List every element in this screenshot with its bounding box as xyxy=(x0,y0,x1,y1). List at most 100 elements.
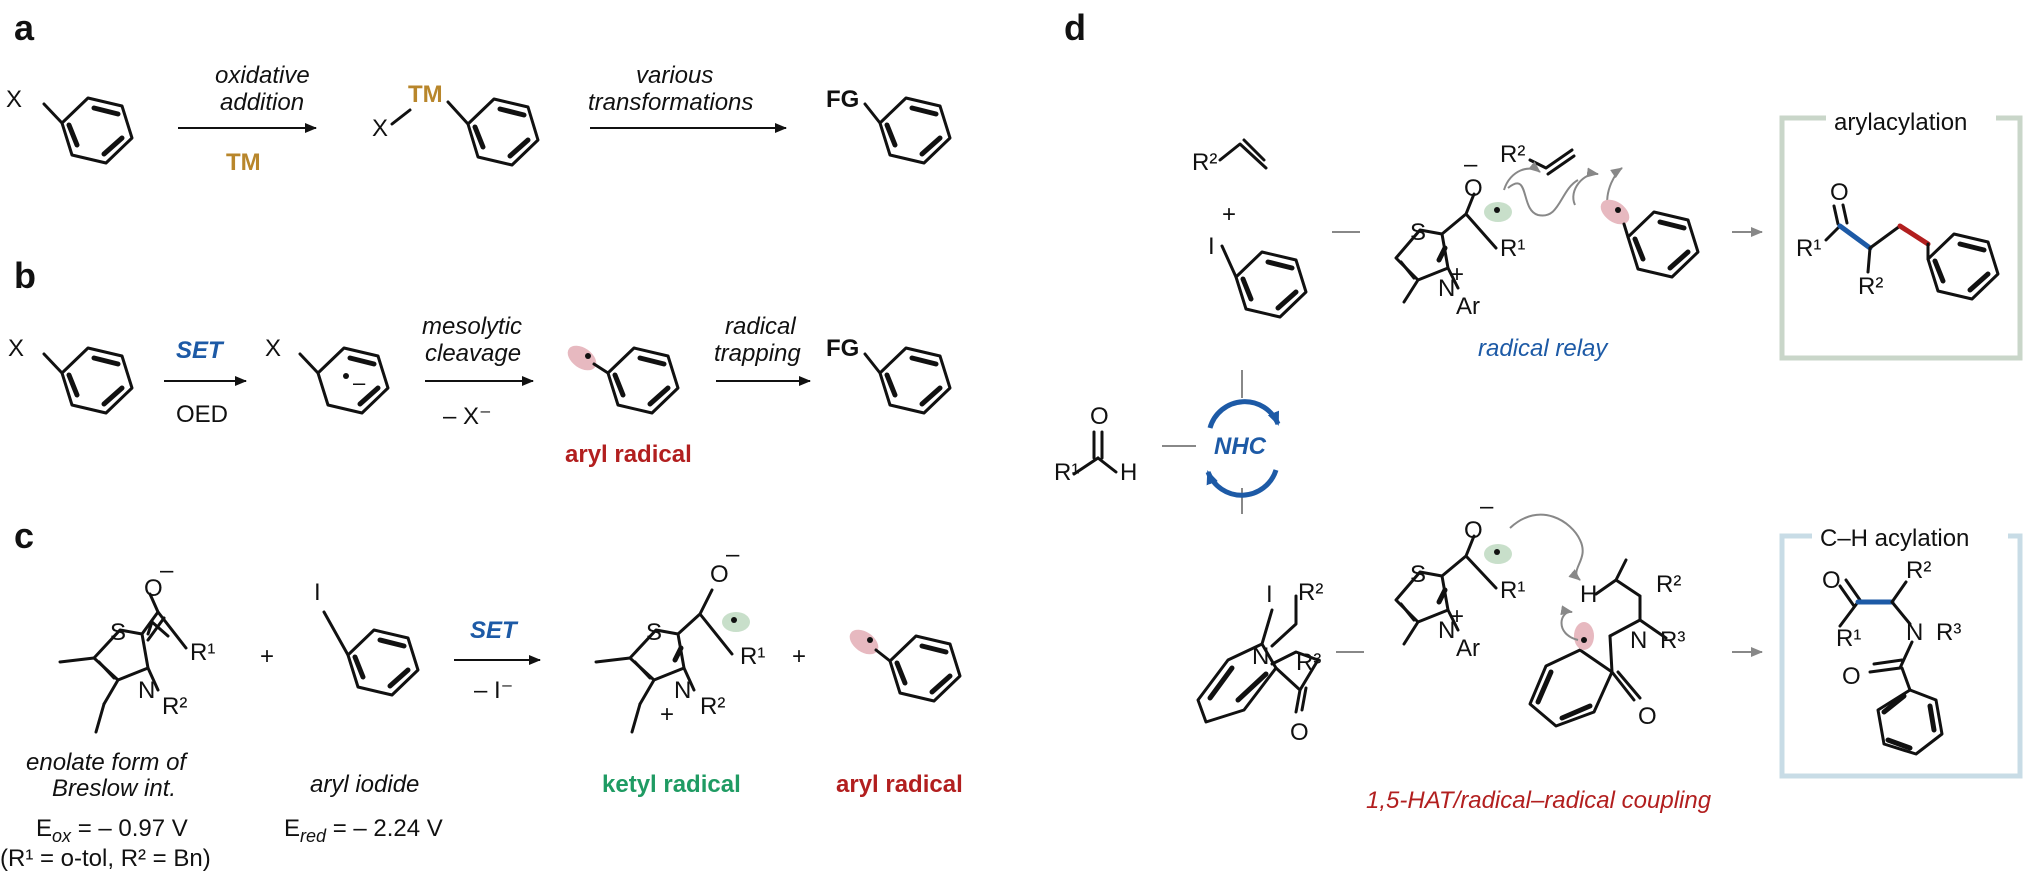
ketyl-radical-label: ketyl radical xyxy=(602,771,741,798)
panel-label-b: b xyxy=(14,255,36,296)
ketyl-radical-structure: S N + O – R¹ R² xyxy=(594,541,765,734)
r1-label: R¹ xyxy=(190,639,215,666)
r3-label: R³ xyxy=(1296,649,1321,676)
panel-label-d: d xyxy=(1064,7,1086,48)
oxygen-atom: O xyxy=(1822,567,1841,594)
aryl-radical-label: aryl radical xyxy=(565,441,692,468)
radical-relay-label: radical relay xyxy=(1478,335,1609,362)
panel-b: X SET OED X – mesolytic cleavage – X⁻ ar… xyxy=(8,313,952,468)
step3-text-2: trapping xyxy=(714,340,801,367)
aryl-radical-ring xyxy=(849,629,962,703)
nitrogen-atom: N xyxy=(1438,617,1455,644)
oxygen-charge: – xyxy=(160,557,174,584)
r1-label: R¹ xyxy=(1836,625,1861,652)
aryl-iodide-ring xyxy=(322,610,420,697)
r2-label: R² xyxy=(1298,579,1323,606)
r2-label: R² xyxy=(162,693,187,720)
radical-arrow xyxy=(1572,167,1599,206)
hydrogen-atom: H xyxy=(1120,459,1137,486)
r3-label: R³ xyxy=(1660,627,1685,654)
nitrogen-atom: N xyxy=(1906,619,1923,646)
r1-label: R¹ xyxy=(740,643,765,670)
top-intermediate: S N + Ar O – R¹ R² xyxy=(1394,141,1700,320)
radical-arrow xyxy=(1503,161,1541,191)
panel-d: R² + I S N + Ar O – R¹ R² xyxy=(1054,106,2023,814)
aryl-radical-ring xyxy=(567,345,680,415)
ar-label: Ar xyxy=(1456,635,1480,662)
enolate-caption-1: enolate form of xyxy=(26,749,188,776)
r2-label: R² xyxy=(1906,557,1931,584)
box-title-mask xyxy=(1826,106,1996,132)
aryl-radical-label: aryl radical xyxy=(836,771,963,798)
nitrogen-atom: N xyxy=(1252,643,1269,670)
set-label: SET xyxy=(176,337,225,364)
oed-label: OED xyxy=(176,401,228,428)
radical-anion-ring: – xyxy=(298,346,390,415)
arylacylation-product: O R¹ R² xyxy=(1796,179,2000,301)
aryl-halide-x: X xyxy=(8,335,24,362)
sulfur-atom: S xyxy=(1410,561,1426,588)
oxygen-atom: O xyxy=(1464,175,1483,202)
oxygen-atom: O xyxy=(1830,179,1849,206)
benzene-ring xyxy=(42,346,134,415)
loss-x-label: – X⁻ xyxy=(443,403,492,430)
fg-label: FG xyxy=(826,86,859,113)
step2-text-1: various xyxy=(636,62,713,89)
r3-label: R³ xyxy=(1936,619,1961,646)
iodine-atom: I xyxy=(1266,581,1273,608)
nhc-label: NHC xyxy=(1214,433,1267,460)
panel-label-a: a xyxy=(14,7,35,48)
sulfur-atom: S xyxy=(646,619,662,646)
oxygen-atom: O xyxy=(1842,663,1861,690)
radical-arrow xyxy=(1560,605,1579,641)
nitrogen-charge: + xyxy=(660,701,674,728)
tm-metal: TM xyxy=(408,81,443,108)
svg-text:–: – xyxy=(353,370,366,395)
plus-sign: + xyxy=(792,643,806,670)
ch-acylation-title: C–H acylation xyxy=(1820,525,1969,552)
r2-label: R² xyxy=(1500,141,1525,168)
r1-label: R¹ xyxy=(1796,235,1821,262)
sulfur-atom: S xyxy=(110,619,126,646)
ch-acylation-product: O R¹ R² N R³ O xyxy=(1822,557,1961,756)
breslow-enolate-structure: S N O – R¹ R² xyxy=(58,557,215,734)
benzene-ring xyxy=(863,96,952,165)
hydrogen-atom: H xyxy=(1580,581,1597,608)
aryl-iodide-ring xyxy=(1220,244,1308,319)
sulfur-atom: S xyxy=(1410,219,1426,246)
step2-text-1: mesolytic xyxy=(422,313,522,340)
r2-label: R² xyxy=(1192,149,1217,176)
hat-label: 1,5-HAT/radical–radical coupling xyxy=(1366,787,1712,814)
oxygen-charge: – xyxy=(1480,493,1494,520)
loss-iodide-label: – I⁻ xyxy=(474,677,513,704)
iodine-atom: I xyxy=(1208,233,1215,260)
oxygen-atom: O xyxy=(144,575,163,602)
panel-c: S N O – R¹ R² enolate form of Breslow in… xyxy=(0,541,963,872)
aryl-halide-x: X xyxy=(6,86,22,113)
nitrogen-charge: + xyxy=(1450,261,1464,288)
step1-text-1: oxidative xyxy=(215,62,310,89)
tm-reagent: TM xyxy=(226,149,261,176)
benzene-ring xyxy=(42,96,134,165)
oxygen-charge: – xyxy=(726,541,740,568)
oxygen-atom: O xyxy=(1638,703,1657,730)
r2-label: R² xyxy=(1858,273,1883,300)
alkene-structure: R² xyxy=(1192,138,1268,176)
nitrogen-atom: N xyxy=(674,677,691,704)
e-ox-label: Eox = – 0.97 V xyxy=(36,815,188,846)
step2-text-2: transformations xyxy=(588,89,753,116)
e-red-label: Ered = – 2.24 V xyxy=(284,815,443,846)
step2-text-2: cleavage xyxy=(425,340,521,367)
oxygen-atom: O xyxy=(1090,403,1109,430)
aryl-iodide-label: aryl iodide xyxy=(310,771,419,798)
conditions-label: (R¹ = o-tol, R² = Bn) xyxy=(0,845,211,872)
tm-x: X xyxy=(372,115,388,142)
radical-arrow xyxy=(1509,513,1584,581)
set-label: SET xyxy=(470,617,519,644)
nitrogen-atom: N xyxy=(1438,275,1455,302)
r1-label: R¹ xyxy=(1054,459,1079,486)
amide-substrate: I O N R² R³ xyxy=(1196,579,1323,746)
enolate-caption-2: Breslow int. xyxy=(52,775,176,802)
oxygen-atom: O xyxy=(710,561,729,588)
